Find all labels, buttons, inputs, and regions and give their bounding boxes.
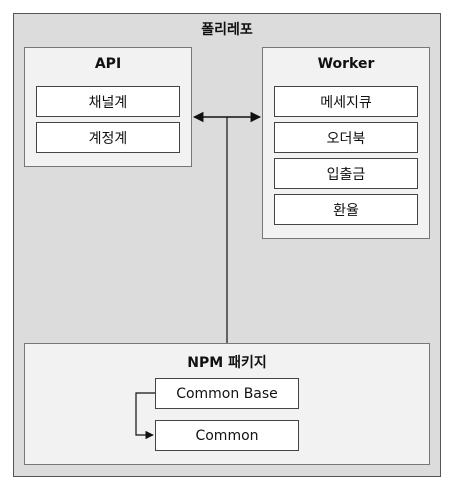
api-item-account: 계정계 [36, 122, 180, 153]
npm-item-common: Common [155, 420, 299, 451]
api-title: API [94, 56, 122, 72]
monorepo-title: 폴리레포 [201, 22, 253, 38]
worker-title: Worker [317, 56, 375, 72]
worker-item-exchange-rate: 환율 [274, 194, 418, 225]
api-item-channel: 채널계 [36, 86, 180, 117]
worker-item-deposit-withdraw: 입출금 [274, 158, 418, 189]
worker-item-message-queue: 메세지큐 [274, 86, 418, 117]
worker-item-orderbook: 오더북 [274, 122, 418, 153]
npm-title: NPM 패키지 [187, 355, 267, 371]
npm-item-common-base: Common Base [155, 378, 299, 409]
common-base-to-common-arrow [135, 392, 155, 440]
